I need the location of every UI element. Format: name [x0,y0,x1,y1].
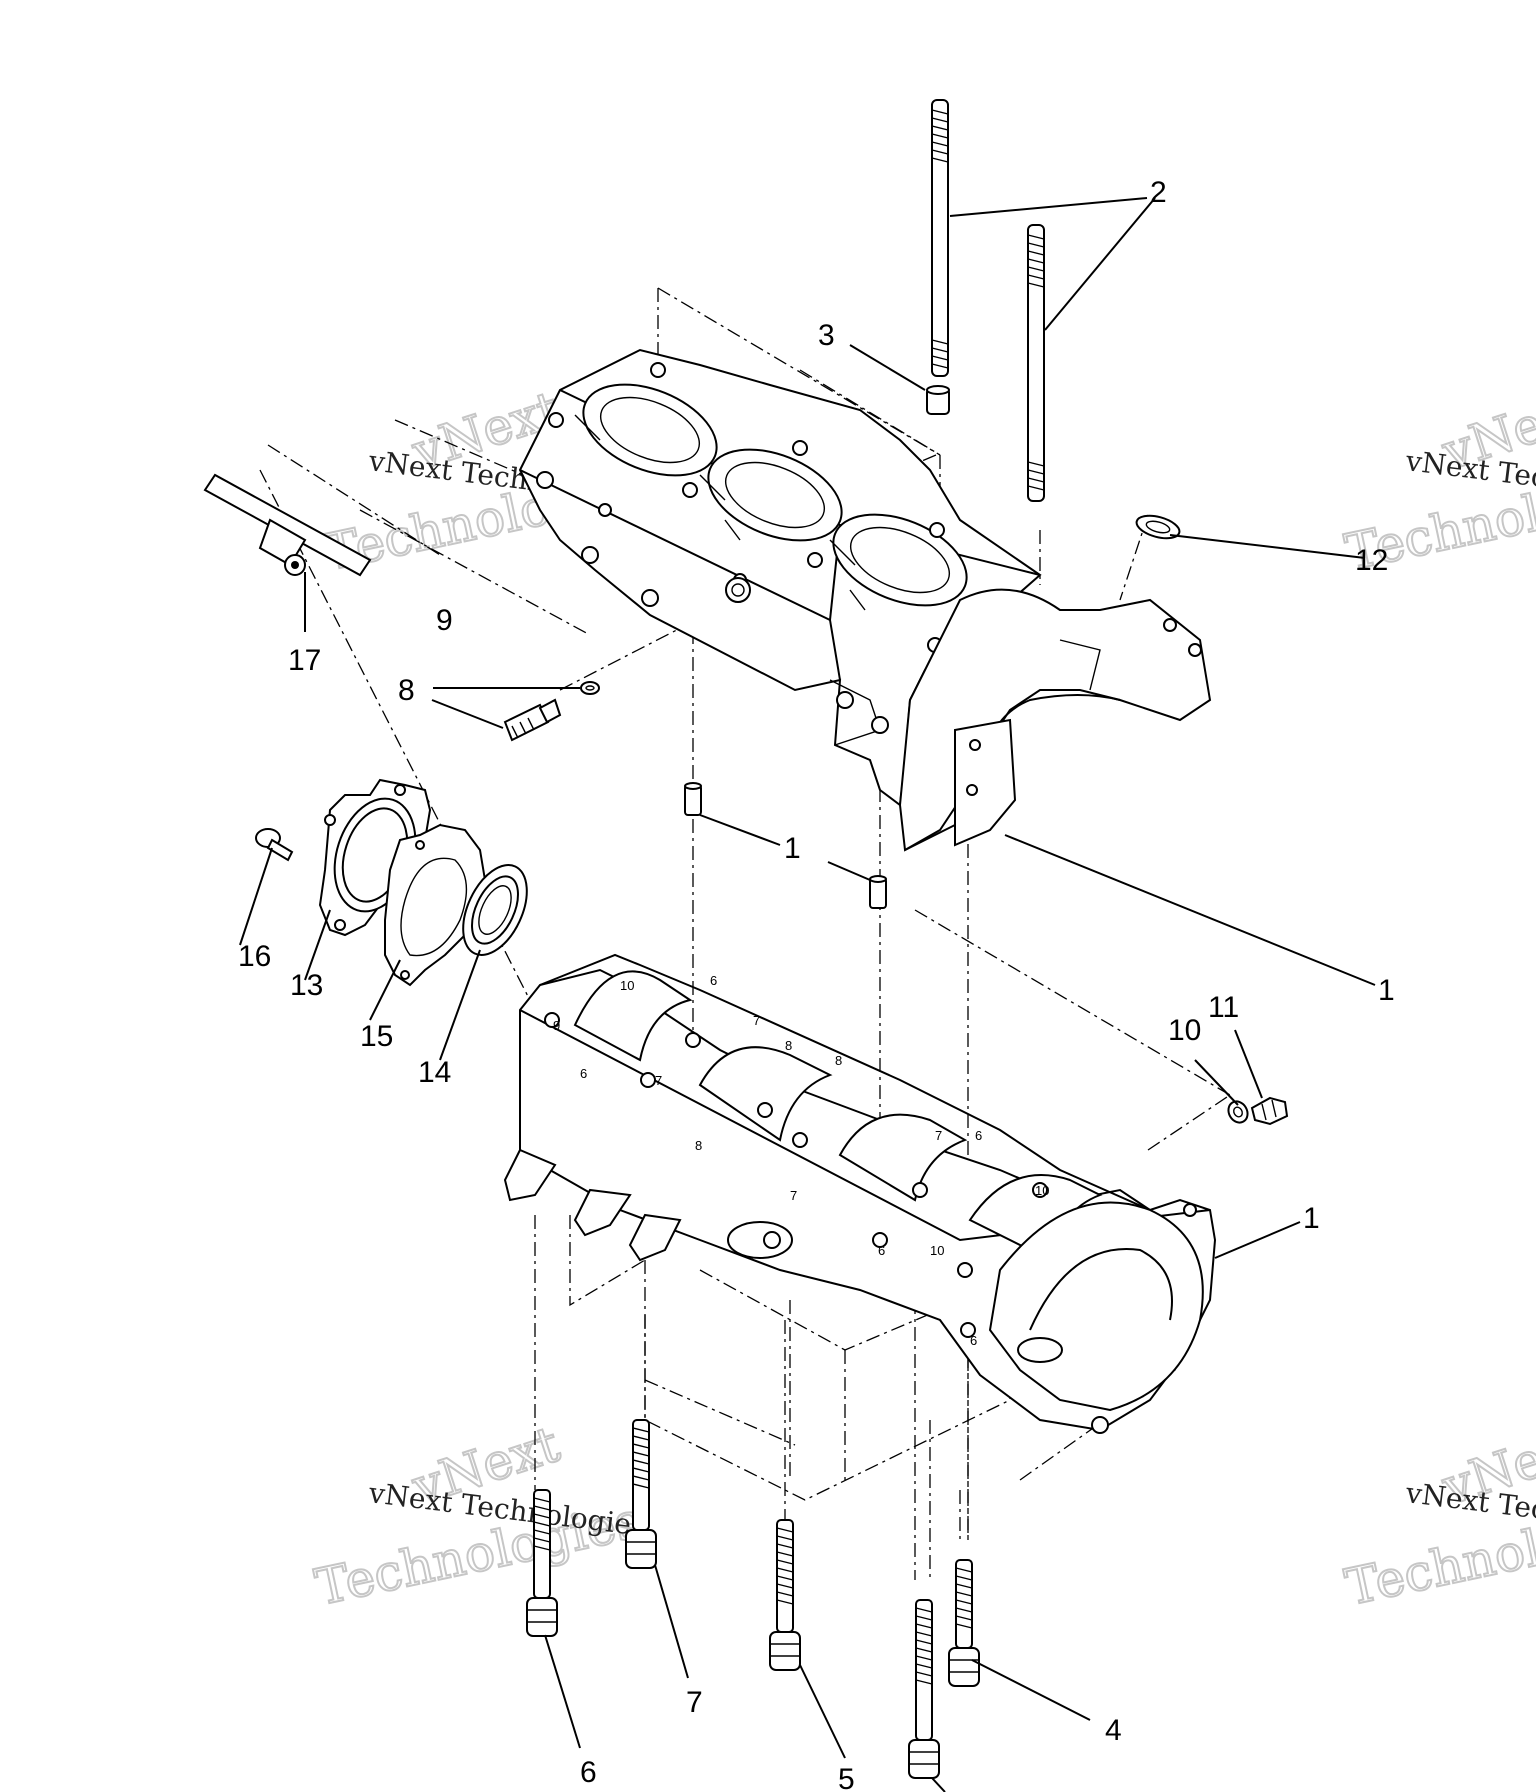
callout-3: 2 [1150,176,1167,209]
callout-14: 13 [290,969,323,1002]
callout-17: 16 [238,940,271,973]
callout-9: 8 [398,674,415,707]
casting-mark-7-c: 7 [790,1188,797,1203]
casting-mark-7-d: 7 [935,1128,942,1143]
casting-mark-10-a: 10 [620,978,634,993]
case-plug [1135,514,1181,540]
casting-mark-7-b: 7 [753,1013,760,1028]
oil-seal [462,864,528,956]
callout-15: 14 [418,1056,451,1089]
casting-mark-6-c: 6 [975,1128,982,1143]
callout-16: 15 [360,1020,393,1053]
casting-mark-6-e: 6 [970,1333,977,1348]
case-bolt-7 [526,1489,558,1637]
casting-mark-7-a: 7 [655,1073,662,1088]
casting-mark-9: 9 [553,1018,560,1033]
callout-1-lower: 1 [1303,1202,1320,1235]
casting-mark-8-a: 8 [785,1038,792,1053]
case-bolt-5 [948,1559,980,1687]
fitting-plug [1250,1096,1289,1126]
casting-mark-6-a: 6 [710,973,717,988]
end-cap-gasket [384,823,487,987]
casting-mark-8-b: 8 [695,1138,702,1153]
casting-mark-6-d: 6 [878,1243,885,1258]
leader-lines [239,197,1376,1792]
case-bolt-long [908,1599,940,1779]
callout-7: 6 [580,1756,597,1789]
callout-18: 17 [288,644,321,677]
stud-sleeve [926,385,950,415]
callout-8: 7 [686,1686,703,1719]
callout-12: 11 [1208,991,1239,1024]
callout-10: 9 [436,604,453,637]
callout-5: 4 [1105,1714,1122,1747]
casting-mark-6-b: 6 [580,1066,587,1081]
sealing-washer [580,681,600,695]
dowel-pin-1 [684,782,702,816]
case-bolt-8 [625,1419,657,1569]
drain-fitting [503,698,562,742]
callout-labels: 2 3 12 17 9 8 1 1 16 13 15 14 10 11 1 4 … [238,176,1395,1792]
callout-2: 1 [784,832,801,865]
lower-crankcase-half: 10 6 9 6 7 7 8 8 7 8 6 7 10 10 6 6 [503,953,1217,1434]
callout-13: 12 [1355,544,1388,577]
cap-bolt [255,828,294,862]
upper-crankcase-half [518,348,1212,852]
casting-mark-10-c: 10 [930,1243,944,1258]
cylinder-stud-long [931,99,949,377]
callout-1-upper: 1 [1378,974,1395,1007]
callout-6: 5 [838,1763,855,1792]
casting-mark-8-c: 8 [835,1053,842,1068]
callout-4: 3 [818,319,835,352]
cylinder-stud-short [1027,224,1045,502]
callout-11: 10 [1168,1014,1201,1047]
fitting-washer [1227,1100,1249,1124]
casting-mark-10-b: 10 [1035,1183,1049,1198]
hose-fitting [203,473,372,577]
case-bolt-6 [769,1519,801,1671]
dowel-pin-2 [869,875,887,909]
